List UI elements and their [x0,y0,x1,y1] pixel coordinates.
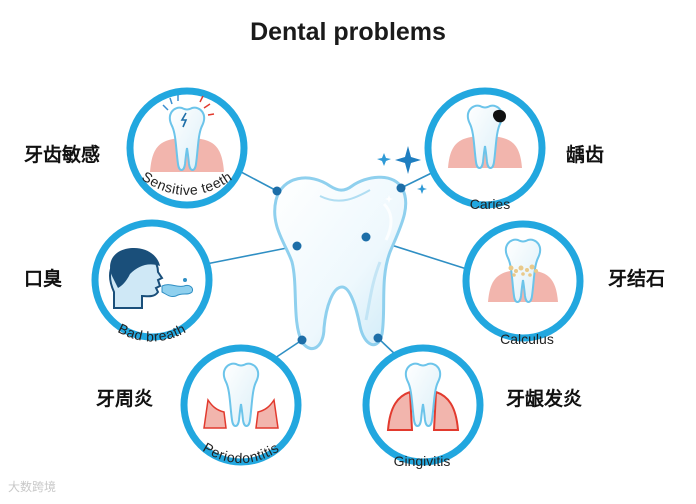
label-caries: Caries [470,196,510,212]
label-gingivitis: Gingivitis [394,453,451,469]
label-zh-gingivitis: 牙龈发炎 [506,388,583,410]
diagram-title: Dental problems [250,18,446,46]
problem-sensitive-teeth: Sensitive teeth [126,87,248,209]
tooth-icon [168,106,206,171]
tooth-icon [404,362,442,427]
connector-dot [292,241,302,251]
central-tooth [273,175,408,350]
label-zh-caries: 龋齿 [566,144,605,166]
breath-icon [161,284,193,297]
problem-bad-breath: Bad breath [91,219,213,345]
connector-dot [297,335,307,345]
problem-gingivitis: Gingivitis [362,344,484,469]
label-zh-periodontitis: 牙周炎 [96,388,154,410]
gum-shape [255,397,279,429]
connector-dot [272,186,282,196]
star-icon [385,195,393,203]
label-zh-bad-breath: 口臭 [24,268,63,290]
connector-dots [272,183,406,345]
star-icon [417,184,427,194]
label-zh-calculus: 牙结石 [608,268,666,290]
problem-calculus: Calculus [462,220,584,347]
calculus-deposits [508,264,538,277]
tooth-icon [466,104,504,169]
connector-bad-breath [195,245,298,267]
tooth-icon [222,362,260,427]
sparkle-stars [377,146,427,203]
label-zh-sensitive: 牙齿敏感 [24,144,101,166]
gum-shape [203,397,227,429]
problem-periodontitis: Periodontitis [180,344,302,466]
tooth-icon [504,238,542,303]
connector-dot [396,183,406,193]
cavity-spot [492,109,506,123]
watermark-logo: 大数跨境 [8,480,57,494]
connector-dot [373,333,383,343]
connector-dot [361,232,371,242]
label-calculus: Calculus [500,331,554,347]
connector-periodontitis [274,339,303,359]
star-icon [395,146,421,174]
star-icon [377,153,391,166]
lightning-icon [180,112,188,128]
hair-shape [110,248,160,288]
problem-caries: Caries [424,87,546,212]
